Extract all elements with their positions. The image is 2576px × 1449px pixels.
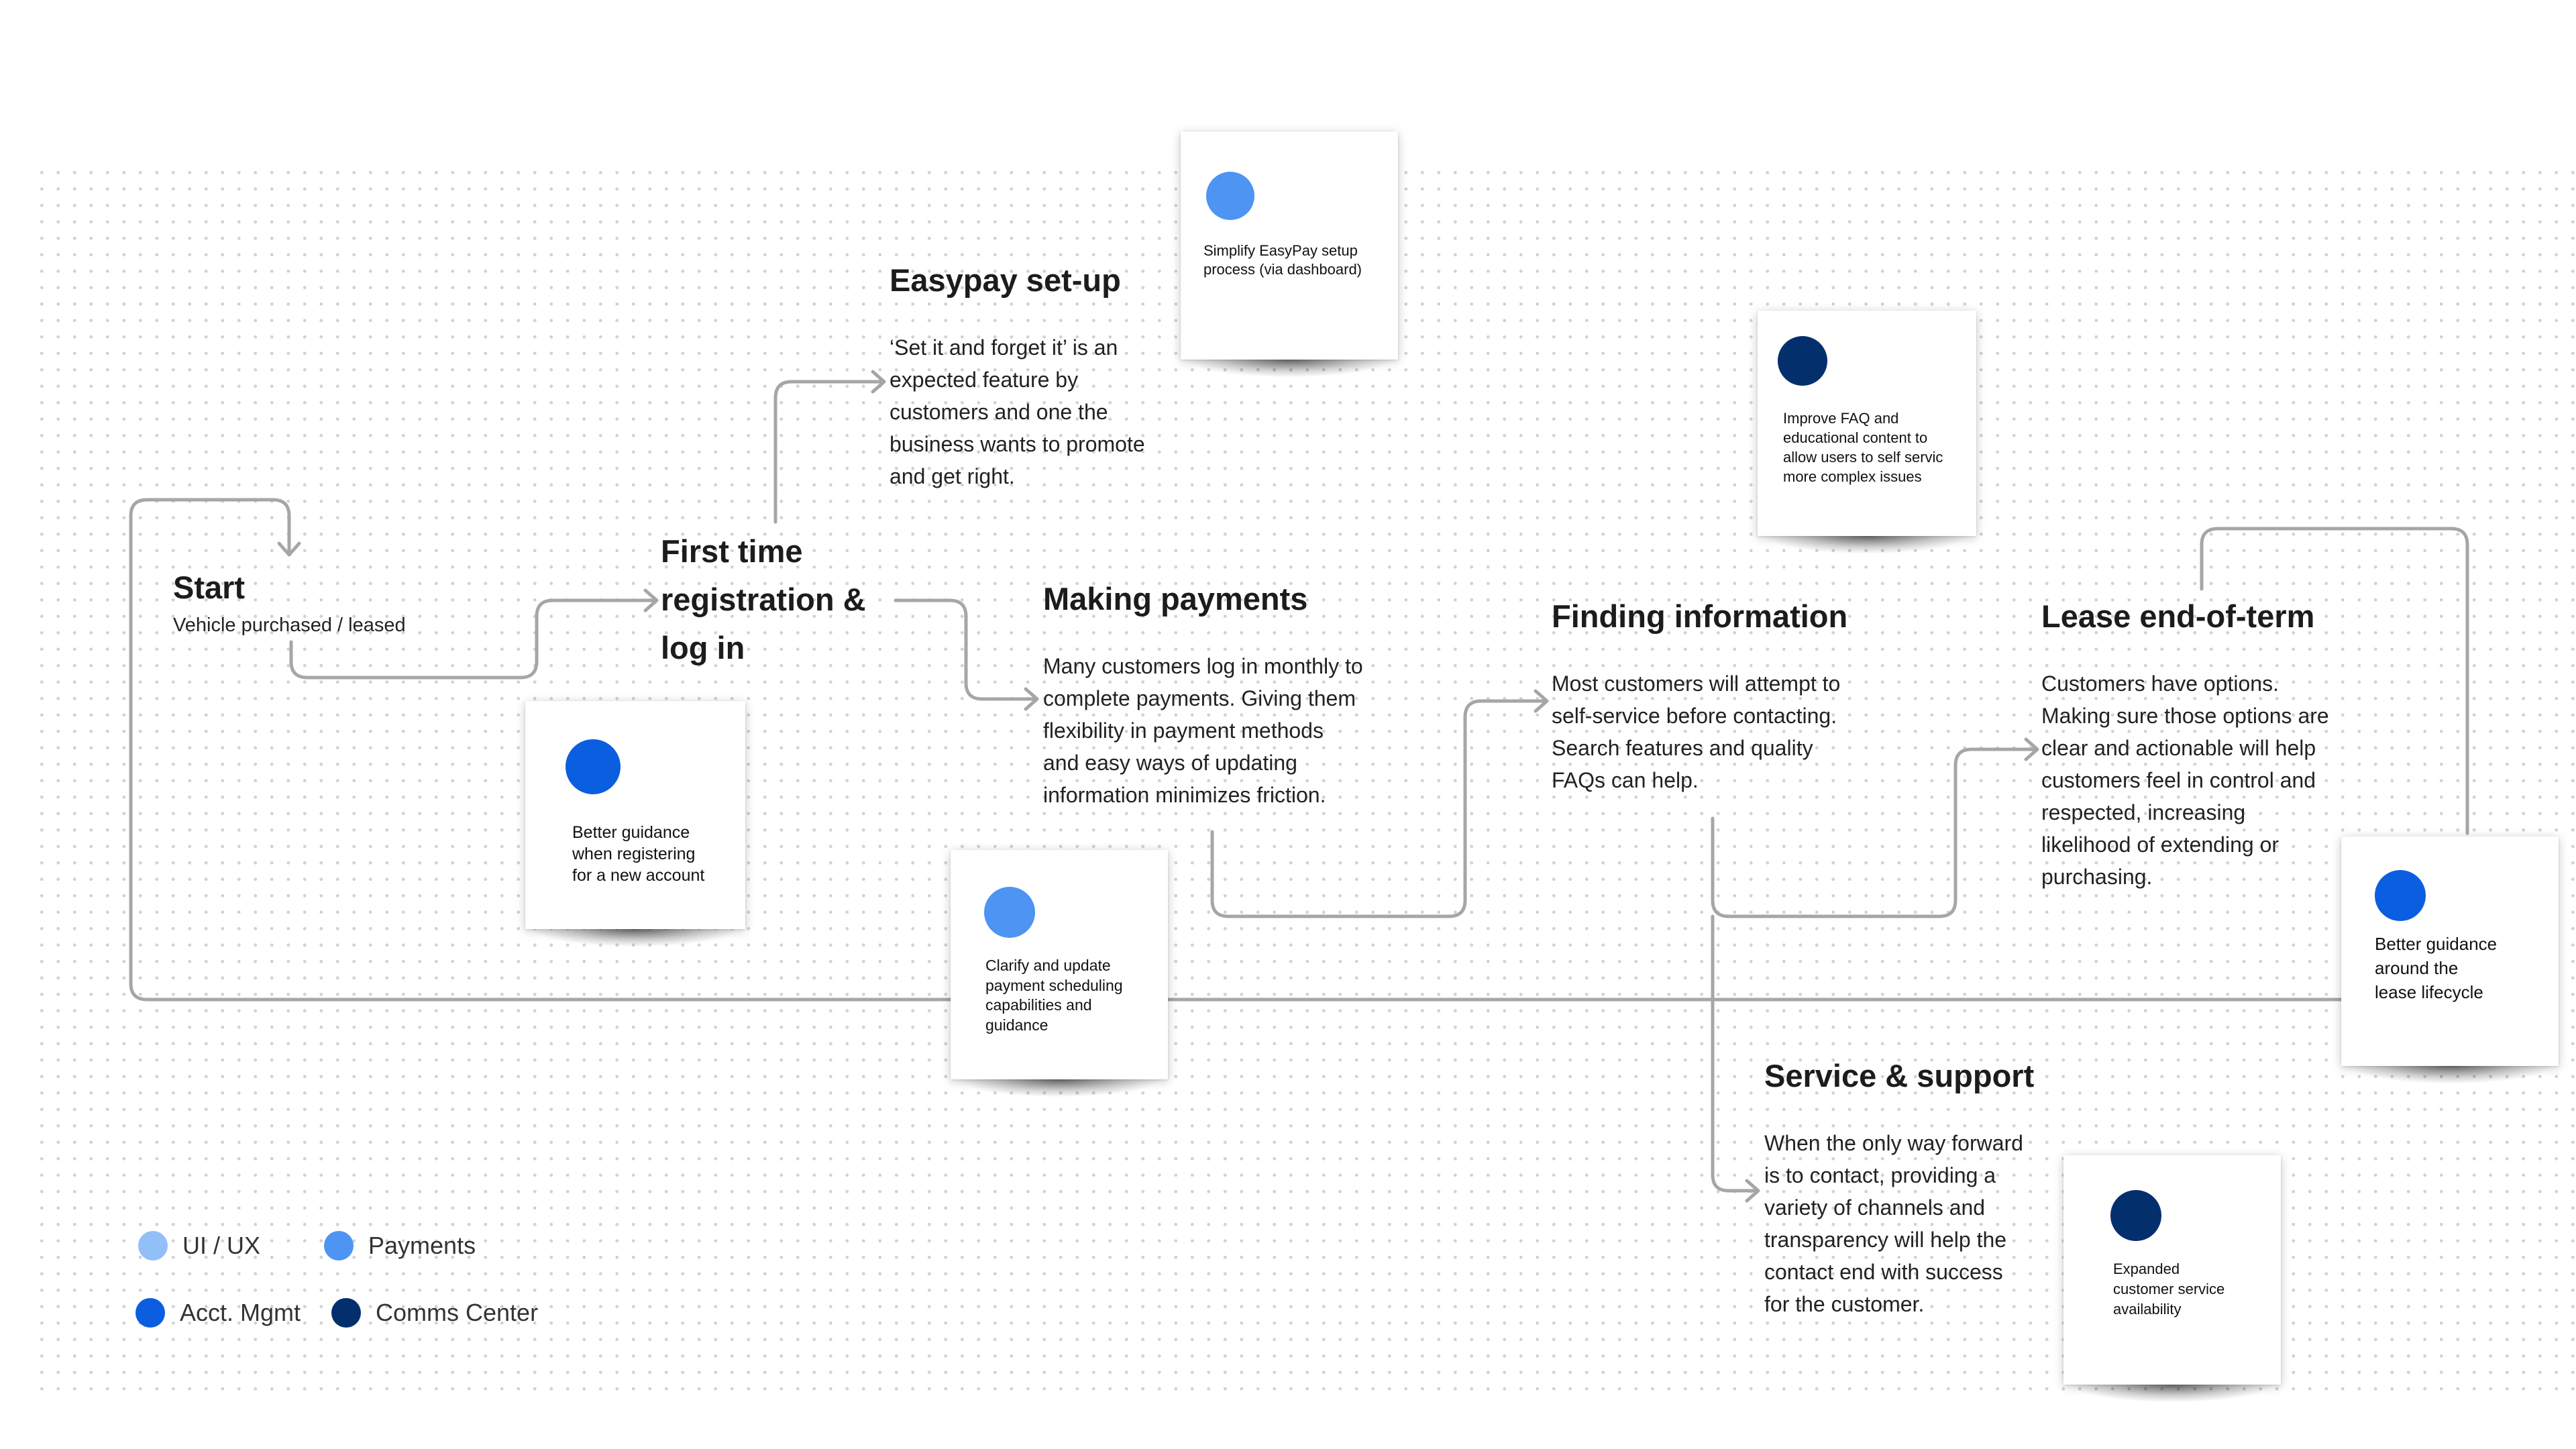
legend-item-acct-mgmt: Acct. Mgmt [136, 1298, 301, 1328]
note-registration-text: Better guidance when registering for a n… [572, 823, 705, 885]
connector-registration-to-payments [894, 598, 1038, 701]
legend-item-comms-center: Comms Center [331, 1298, 538, 1328]
connector-payments-to-finding [1210, 699, 1548, 918]
note-payments-category-dot [984, 887, 1035, 938]
stage-easypay-description: ‘Set it and forget it’ is an expected fe… [890, 335, 1145, 488]
connector-lease-arrowhead [2024, 737, 2039, 761]
stage-lease: Lease end-of-term Customers have options… [2041, 592, 2329, 893]
note-easypay-text: Simplify EasyPay setup process (via dash… [1203, 242, 1362, 278]
stage-payments-title: Making payments [1043, 581, 1308, 616]
legend-acct-mgmt-label: Acct. Mgmt [180, 1299, 301, 1326]
note-lease: Better guidance around the lease lifecyc… [2341, 837, 2559, 1083]
note-lease-text: Better guidance around the lease lifecyc… [2375, 934, 2498, 1002]
connector-start-arrowhead [277, 541, 301, 557]
note-support-text: Expanded customer service availability [2113, 1260, 2225, 1318]
note-payments: Clarify and update payment scheduling ca… [951, 850, 1168, 1097]
connector-registration-arrowhead [643, 588, 659, 612]
stage-registration-title: First time registration & log in [661, 533, 866, 665]
connector-finding-arrowhead [1534, 689, 1549, 713]
connector-payments-arrowhead [1024, 687, 1039, 711]
stage-start: Start Vehicle purchased / leased [173, 564, 406, 639]
connector-service-arrowhead [1745, 1179, 1760, 1203]
note-faq: Improve FAQ and educational content to a… [1758, 311, 1976, 553]
legend-acct-mgmt-dot [136, 1298, 165, 1328]
note-payments-text: Clarify and update payment scheduling ca… [985, 957, 1123, 1034]
stage-start-subtitle: Vehicle purchased / leased [173, 614, 406, 636]
legend-ui-ux-label: UI / UX [182, 1232, 261, 1259]
note-faq-category-dot [1778, 336, 1827, 386]
stage-start-title: Start [173, 570, 246, 605]
stage-finding-description: Most customers will attempt to self-serv… [1552, 672, 1841, 792]
note-lease-category-dot [2375, 870, 2426, 921]
connector-start-to-registration [289, 598, 658, 680]
note-support-category-dot [2110, 1190, 2161, 1241]
note-easypay-category-dot [1206, 172, 1254, 220]
legend-payments-label: Payments [368, 1232, 476, 1259]
connector-easypay-arrowhead [871, 370, 886, 394]
legend-comms-center-dot [331, 1298, 361, 1328]
note-faq-text: Improve FAQ and educational content to a… [1783, 410, 1943, 485]
stage-service: Service & support When the only way forw… [1764, 1052, 2034, 1320]
stage-payments-description: Many customers log in monthly to complet… [1043, 654, 1363, 807]
note-easypay: Simplify EasyPay setup process (via dash… [1181, 131, 1398, 377]
legend-item-ui-ux: UI / UX [138, 1231, 260, 1260]
stage-easypay-title: Easypay set-up [890, 262, 1121, 298]
stage-finding: Finding information Most customers will … [1552, 592, 1847, 796]
stage-service-description: When the only way forward is to contact,… [1764, 1131, 2023, 1316]
stage-easypay: Easypay set-up ‘Set it and forget it’ is… [890, 256, 1145, 492]
stage-finding-title: Finding information [1552, 598, 1848, 634]
stage-service-title: Service & support [1764, 1058, 2035, 1093]
legend-payments-dot [324, 1231, 354, 1260]
connector-lease-loop [2200, 527, 2469, 835]
note-registration: Better guidance when registering for a n… [525, 701, 745, 947]
legend-comms-center-label: Comms Center [376, 1299, 539, 1326]
stage-lease-title: Lease end-of-term [2041, 598, 2315, 634]
note-support: Expanded customer service availability [2063, 1155, 2281, 1402]
stage-lease-description: Customers have options. Making sure thos… [2041, 672, 2329, 889]
legend-item-payments: Payments [324, 1231, 476, 1260]
stage-payments: Making payments Many customers log in mo… [1043, 575, 1363, 811]
connector-main-loop [129, 498, 2343, 1002]
stage-registration: First time registration & log in [661, 527, 866, 672]
legend-ui-ux-dot [138, 1231, 168, 1260]
connector-finding-to-service [1711, 914, 1760, 1193]
note-registration-category-dot [566, 739, 621, 794]
connector-finding-to-lease [1711, 747, 2039, 918]
connector-registration-to-easypay [773, 380, 885, 524]
